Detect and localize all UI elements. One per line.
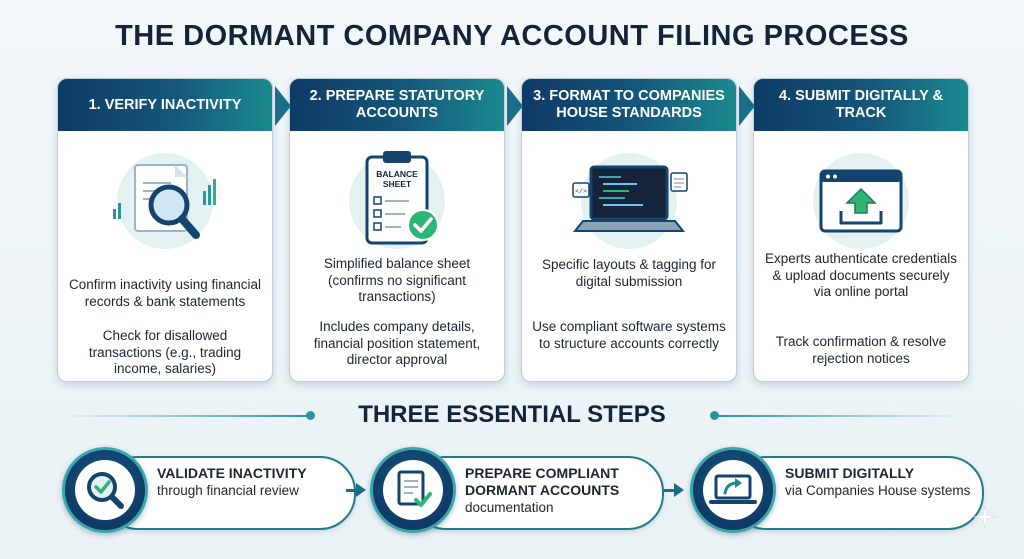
card-text-primary: Specific layouts & tagging for digital s…	[541, 257, 717, 289]
step-text: PREPARE COMPLIANT DORMANT ACCOUNTS docum…	[465, 465, 665, 516]
step-text: SUBMIT DIGITALLY via Companies House sys…	[785, 465, 985, 499]
step-title: VALIDATE INACTIVITY	[157, 465, 307, 481]
laptop-code-icon: </>	[572, 153, 688, 249]
step-badge	[370, 447, 456, 533]
section-subtitle: THREE ESSENTIAL STEPS	[358, 401, 666, 428]
step-prepare: PREPARE COMPLIANT DORMANT ACCOUNTS docum…	[370, 447, 670, 537]
upload-window-icon	[813, 153, 909, 249]
page-title: THE DORMANT COMPANY ACCOUNT FILING PROCE…	[115, 20, 909, 52]
balance-sheet-clipboard-icon: BALANCE SHEET	[349, 151, 445, 249]
card-submit-track: 4. SUBMIT DIGITALLY & TRACK Experts auth…	[753, 78, 969, 382]
divider-dot	[710, 411, 719, 420]
card-verify-inactivity: 1. VERIFY INACTIVITY Confirm inactivity …	[57, 78, 273, 382]
process-cards: 1. VERIFY INACTIVITY Confirm inactivity …	[57, 78, 969, 382]
step-connector	[664, 489, 676, 492]
divider-dot	[306, 411, 315, 420]
magnifier-check-icon	[87, 472, 124, 509]
divider-line-left	[60, 415, 310, 417]
step-badge	[690, 447, 776, 533]
card-header: 2. PREPARE STATUTORY ACCOUNTS	[290, 79, 504, 131]
step-validate: VALIDATE INACTIVITY through financial re…	[62, 447, 362, 537]
arrow-right-icon	[356, 483, 366, 497]
sparkle-icon	[974, 506, 996, 528]
step-text: VALIDATE INACTIVITY through financial re…	[157, 465, 357, 499]
card-text-primary: Simplified balance sheet (confirms no si…	[323, 256, 471, 304]
card-header: 3. FORMAT TO COMPANIES HOUSE STANDARDS	[522, 79, 736, 131]
card-text-secondary: Track confirmation & resolve rejection n…	[775, 334, 947, 366]
balance-sheet-label: BALANCE	[376, 169, 418, 179]
card-text-primary: Confirm inactivity using financial recor…	[68, 277, 262, 309]
chevron-right-icon	[275, 86, 291, 126]
step-description: via Companies House systems	[785, 483, 971, 498]
code-tag-label: </>	[575, 188, 587, 195]
card-text-primary: Experts authenticate credentials & uploa…	[764, 251, 958, 299]
card-text-secondary: Check for disallowed transactions (e.g.,…	[88, 328, 242, 376]
step-title: SUBMIT DIGITALLY	[785, 465, 915, 481]
step-submit: SUBMIT DIGITALLY via Companies House sys…	[690, 447, 990, 537]
chevron-right-icon	[507, 86, 523, 126]
magnifier-document-icon	[113, 153, 216, 249]
step-connector	[346, 489, 358, 492]
laptop-upload-icon	[709, 474, 757, 504]
arrow-right-icon	[674, 483, 684, 497]
card-prepare-accounts: 2. PREPARE STATUTORY ACCOUNTS BALANCE SH…	[289, 78, 505, 382]
balance-sheet-label: SHEET	[383, 179, 412, 189]
document-check-icon	[397, 470, 432, 507]
step-description: documentation	[465, 500, 554, 515]
step-description: through financial review	[157, 483, 299, 498]
step-title: PREPARE COMPLIANT DORMANT ACCOUNTS	[465, 465, 620, 498]
card-text-secondary: Includes company details, financial posi…	[313, 319, 481, 367]
card-header: 4. SUBMIT DIGITALLY & TRACK	[754, 79, 968, 131]
chevron-right-icon	[739, 86, 755, 126]
card-text-secondary: Use compliant software systems to struct…	[532, 319, 726, 351]
divider-line-right	[715, 415, 965, 417]
card-format-standards: 3. FORMAT TO COMPANIES HOUSE STANDARDS <…	[521, 78, 737, 382]
step-badge	[62, 447, 148, 533]
card-header: 1. VERIFY INACTIVITY	[58, 79, 272, 131]
